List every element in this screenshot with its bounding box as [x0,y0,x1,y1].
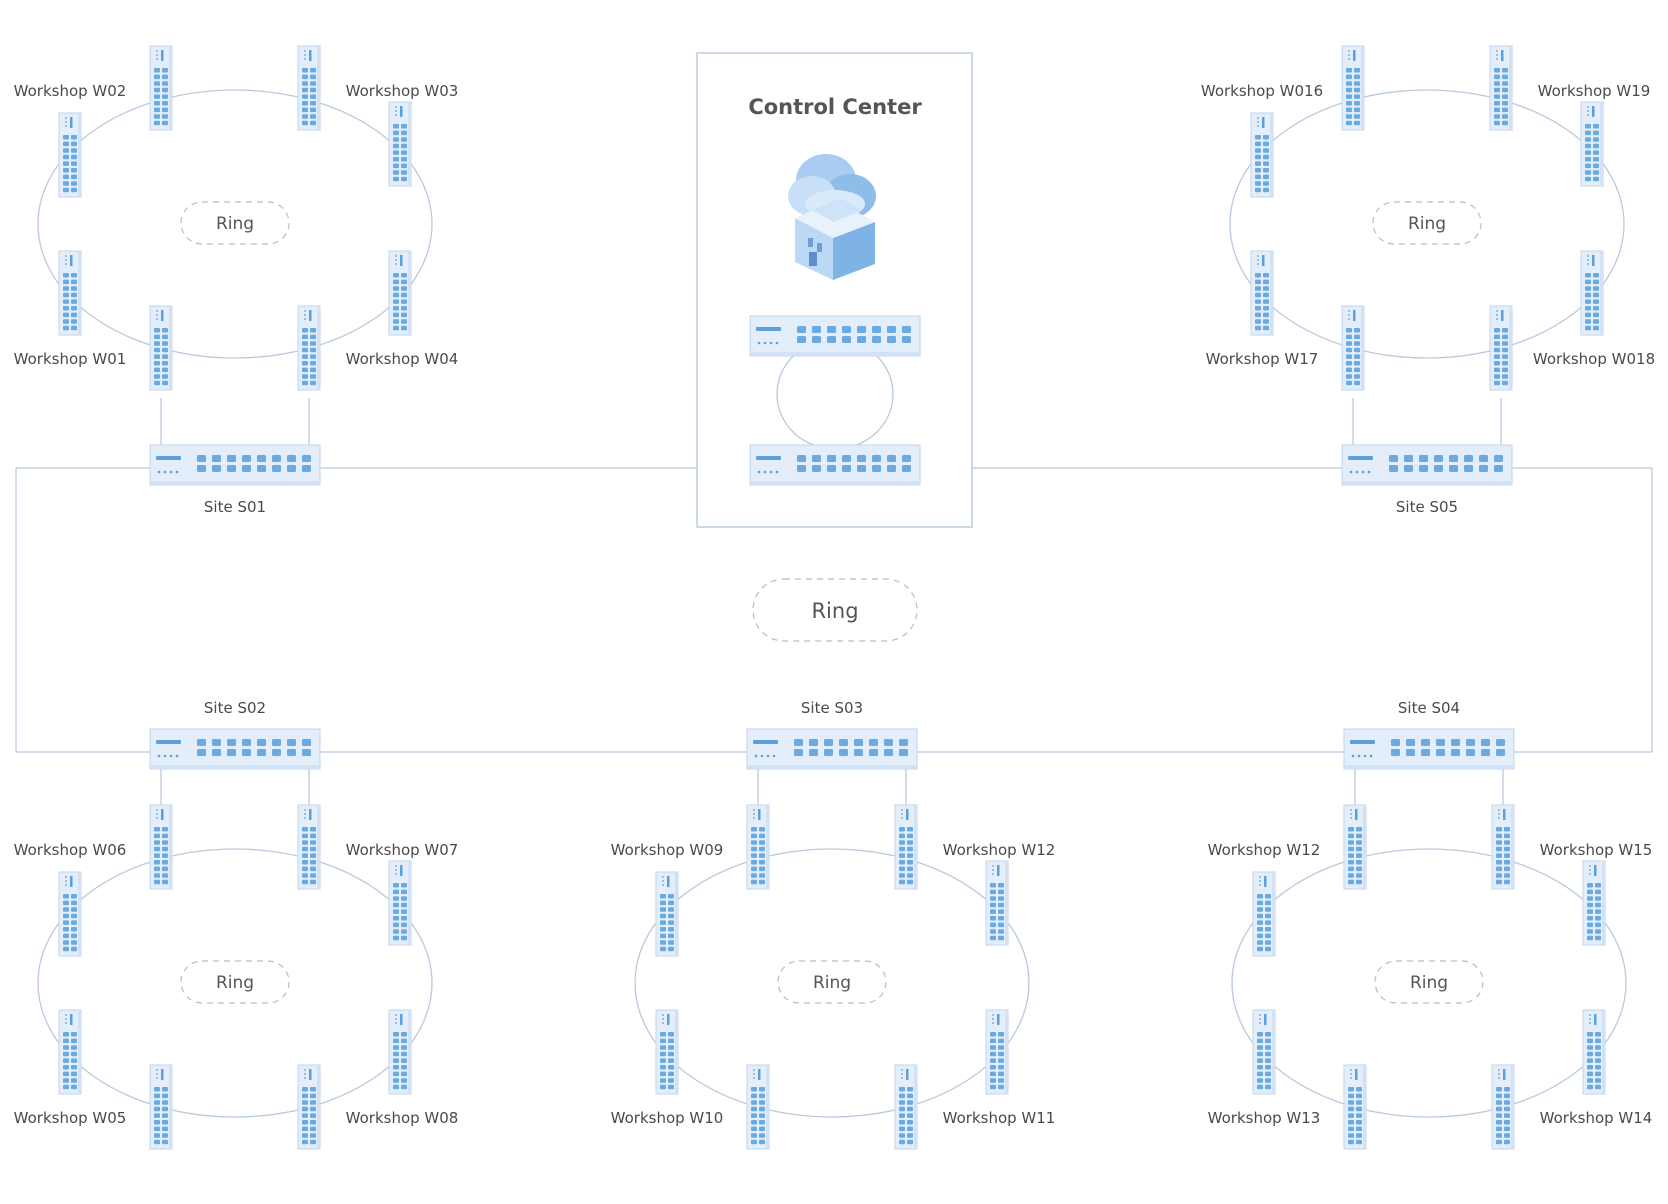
site-ring-label: Ring [1408,214,1446,234]
site-ring-label: Ring [813,973,851,993]
tower-switch-bottom-inner-right [297,1064,321,1150]
tower-switch-bottom-outer-right [1580,250,1604,336]
site-switch [149,728,321,770]
tower-switch-top-outer-right [388,860,412,946]
tower-switch-top-inner-left [1343,804,1367,890]
workshop-label: Workshop W11 [943,1109,1056,1127]
tower-switch-top-inner-right [297,45,321,131]
workshop-label: Workshop W19 [1538,82,1651,100]
tower-switch-top-outer-left [1250,112,1274,198]
tower-switch-top-outer-left [1252,871,1276,957]
tower-switch-bottom-outer-right [388,1009,412,1095]
workshop-label: Workshop W016 [1201,82,1323,100]
site-switch [149,444,321,486]
site-ring-label: Ring [216,973,254,993]
tower-switch-bottom-outer-left [655,1009,679,1095]
tower-switch-top-inner-left [746,804,770,890]
cloud-building-icon [788,154,876,280]
workshop-label: Workshop W08 [346,1109,459,1127]
site-ring-label: Ring [216,214,254,234]
tower-switch-top-inner-right [297,804,321,890]
tower-switch-bottom-outer-right [1582,1009,1606,1095]
tower-switch-top-inner-left [149,804,173,890]
tower-switch-bottom-inner-left [1341,305,1365,391]
tower-switch-bottom-inner-right [297,305,321,391]
workshop-label: Workshop W03 [346,82,459,100]
workshop-label: Workshop W10 [611,1109,724,1127]
workshop-label: Workshop W02 [14,82,127,100]
tower-switch-top-outer-right [1582,860,1606,946]
tower-switch-top-outer-right [388,101,412,187]
workshop-label: Workshop W018 [1533,350,1655,368]
tower-switch-bottom-outer-left [58,1009,82,1095]
tower-switch-bottom-outer-right [388,250,412,336]
workshop-label: Workshop W13 [1208,1109,1321,1127]
workshop-label: Workshop W04 [346,350,459,368]
site-label: Site S05 [1396,498,1458,516]
tower-switch-bottom-outer-left [1252,1009,1276,1095]
backbone-ring-label: Ring [811,599,858,623]
tower-switch-bottom-inner-left [1343,1064,1367,1150]
site-label: Site S04 [1398,699,1460,717]
site-switch [746,728,918,770]
workshop-label: Workshop W05 [14,1109,127,1127]
tower-switch-bottom-outer-left [1250,250,1274,336]
backbone-ring-badge: Ring [752,578,918,642]
workshop-label: Workshop W01 [14,350,127,368]
workshop-label: Workshop W14 [1540,1109,1653,1127]
tower-switch-top-outer-right [985,860,1009,946]
workshop-label: Workshop W06 [14,841,127,859]
tower-switch-bottom-inner-right [894,1064,918,1150]
tower-switch-top-inner-right [1491,804,1515,890]
site-label: Site S01 [204,498,266,516]
workshop-label: Workshop W15 [1540,841,1653,859]
tower-switch-bottom-inner-left [149,305,173,391]
tower-switch-bottom-outer-right [985,1009,1009,1095]
site-switch [1343,728,1515,770]
control-center-title: Control Center [748,95,922,119]
site-ring-label: Ring [1410,973,1448,993]
tower-switch-top-inner-right [894,804,918,890]
control-center: Control Center [696,52,973,528]
workshop-label: Workshop W12 [943,841,1056,859]
tower-switch-top-inner-right [1489,45,1513,131]
site-label: Site S03 [801,699,863,717]
tower-switch-bottom-inner-right [1489,305,1513,391]
site-switch [1341,444,1513,486]
tower-switch-top-inner-left [1341,45,1365,131]
workshop-label: Workshop W17 [1206,350,1319,368]
workshop-label: Workshop W09 [611,841,724,859]
workshop-label: Workshop W07 [346,841,459,859]
site-label: Site S02 [204,699,266,717]
tower-switch-top-outer-left [58,871,82,957]
tower-switch-bottom-inner-right [1491,1064,1515,1150]
tower-switch-bottom-inner-left [746,1064,770,1150]
tower-switch-top-outer-right [1580,101,1604,187]
tower-switch-top-inner-left [149,45,173,131]
control-center-switch-top [749,315,921,357]
control-center-switch-bottom [749,444,921,486]
workshop-label: Workshop W12 [1208,841,1321,859]
tower-switch-top-outer-left [655,871,679,957]
tower-switch-bottom-inner-left [149,1064,173,1150]
tower-switch-top-outer-left [58,112,82,198]
tower-switch-bottom-outer-left [58,250,82,336]
